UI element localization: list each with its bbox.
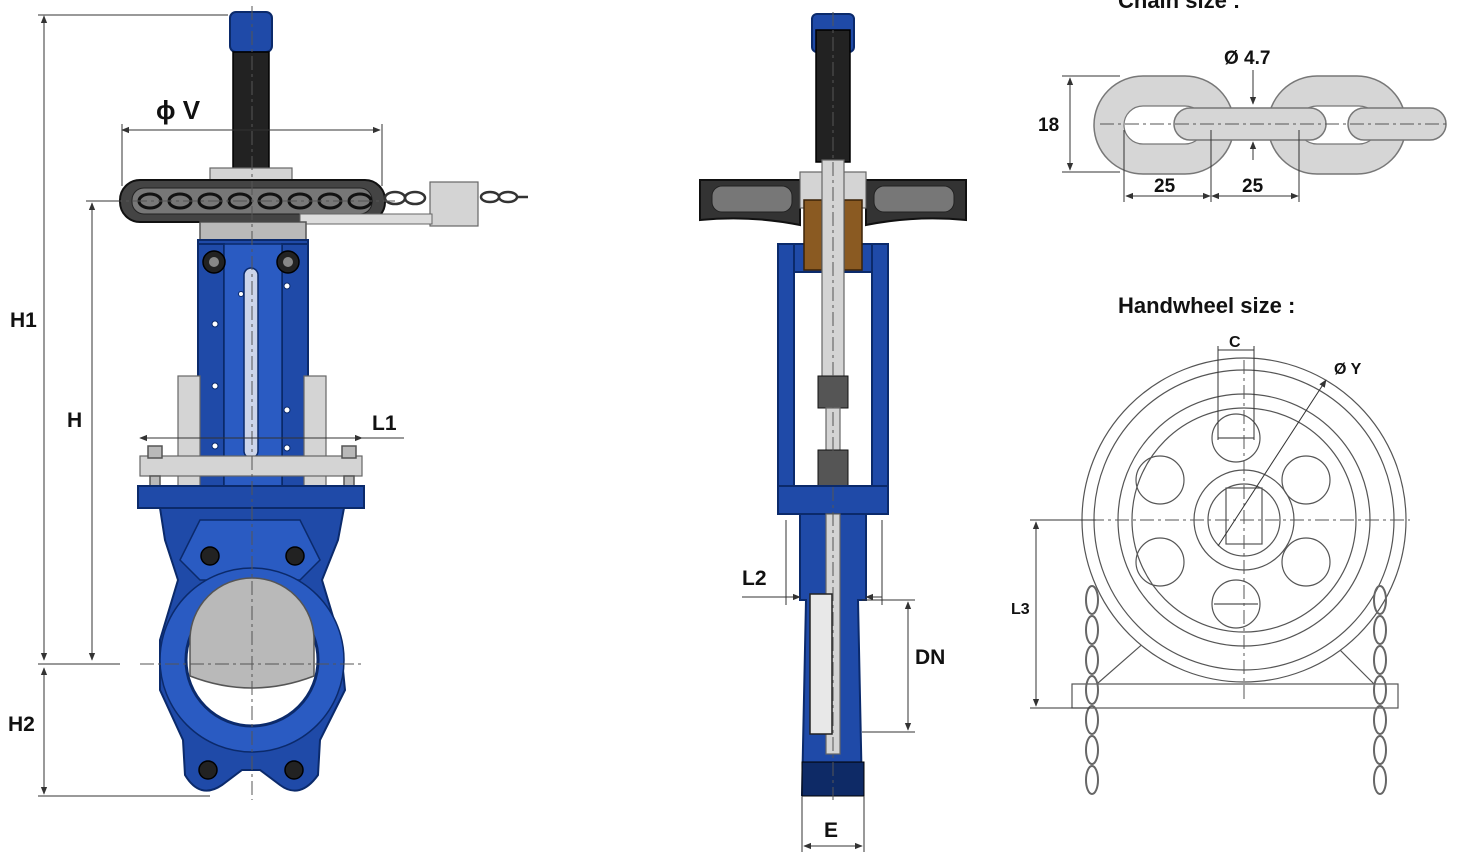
label-e: E [824, 819, 838, 842]
stem [232, 51, 270, 173]
handwheel-l3-label: L3 [1011, 601, 1030, 618]
stem-slot [243, 267, 259, 459]
handwheel-detail [1030, 346, 1410, 795]
side-view [699, 12, 967, 800]
front-view-dimensions [38, 14, 404, 797]
gland-plate [139, 455, 363, 477]
label-l2: L2 [742, 567, 767, 590]
label-h2: H2 [8, 713, 35, 736]
chain-diameter-label: Ø 4.7 [1224, 48, 1270, 69]
chain-detail [1062, 70, 1450, 202]
label-phi-v: ϕ V [156, 95, 201, 125]
label-h: H [67, 409, 82, 432]
chain-pitch-right-label: 25 [1242, 176, 1264, 197]
side-yoke-left [777, 243, 795, 515]
handwheel-title: Handwheel size : [1118, 293, 1295, 318]
chain-height-label: 18 [1038, 115, 1059, 136]
handwheel-front [119, 179, 528, 227]
front-view [108, 6, 528, 800]
chain-pitch-left-label: 25 [1154, 176, 1176, 197]
side-view-dimensions [742, 520, 915, 852]
label-l1: L1 [372, 412, 397, 435]
side-yoke-right [871, 243, 889, 515]
label-h1: H1 [10, 309, 37, 332]
handwheel-diameter-label: Ø Y [1334, 361, 1362, 378]
label-dn: DN [915, 646, 945, 669]
handwheel-c-label: C [1229, 334, 1241, 351]
chain-title: Chain size : [1118, 0, 1240, 13]
stem-cap [229, 11, 273, 53]
